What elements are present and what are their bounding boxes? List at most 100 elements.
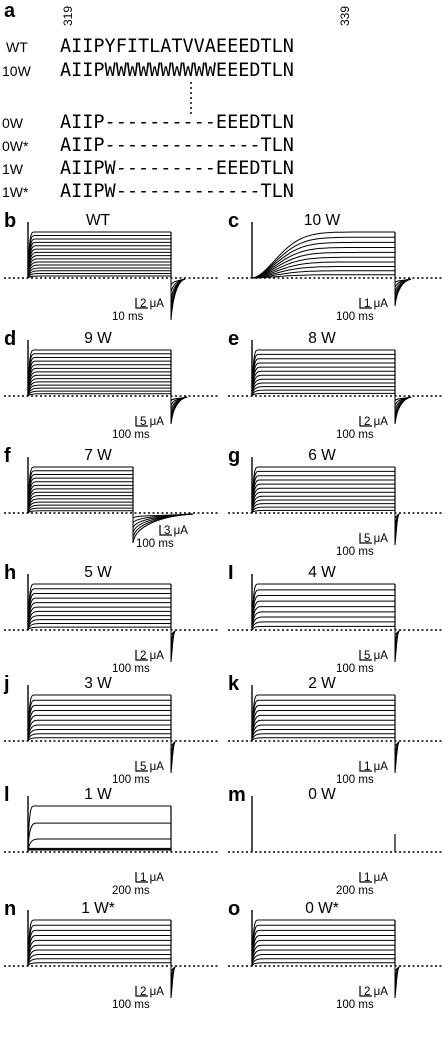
current-trace-c-6 — [251, 251, 395, 279]
panel-letter-c: c — [228, 210, 239, 232]
scalebar-lines-j — [135, 761, 148, 772]
current-trace-n-4 — [27, 949, 171, 967]
current-trace-I-3 — [251, 616, 395, 631]
panel-letter-g: g — [228, 445, 240, 467]
current-trace-n-3 — [27, 953, 171, 967]
current-trace-j-6 — [27, 714, 171, 742]
panel-letter-o: o — [228, 898, 240, 920]
panel-title-n: 1 W* — [81, 900, 115, 917]
scalebar-y-label-g: 5 μA — [364, 533, 388, 545]
tail-trace-g-6 — [394, 513, 400, 546]
panel-letter-n: n — [4, 898, 16, 920]
scalebar-x-label-k: 100 ms — [336, 774, 374, 786]
current-trace-o-3 — [251, 953, 395, 967]
current-trace-o-6 — [251, 939, 395, 967]
current-trace-c-9 — [251, 236, 395, 279]
scalebar-x-label-e: 100 ms — [336, 429, 374, 441]
current-trace-j-10 — [27, 694, 171, 742]
scalebar-x-label-l: 200 ms — [112, 885, 150, 897]
scalebar-lines-I — [359, 650, 372, 661]
current-trace-n-10 — [27, 919, 171, 967]
panel-letter-e: e — [228, 328, 239, 350]
panel-letter-m: m — [228, 784, 246, 806]
seq-1w-star: AIIPW-------------TLN — [60, 181, 294, 202]
scalebar-y-label-n: 2 μA — [140, 986, 164, 998]
scalebar-lines-e — [359, 416, 372, 427]
scalebar-lines-h — [135, 650, 148, 661]
scalebar-y-label-k: 1 μA — [364, 761, 388, 773]
current-trace-c-8 — [251, 241, 395, 279]
current-trace-o-10 — [251, 919, 395, 967]
current-trace-c-2 — [251, 270, 395, 279]
residue-start-index: 319 — [61, 6, 75, 26]
scalebar-lines-f — [159, 525, 172, 536]
residue-end-index: 339 — [338, 6, 352, 26]
tail-trace-c-6 — [394, 278, 412, 307]
seq-wt: AIIPYFITLATVVAEEEDTLN — [60, 36, 294, 57]
scalebar-lines-o — [359, 986, 372, 997]
current-trace-b-14 — [27, 235, 171, 279]
current-trace-f-12 — [27, 473, 133, 514]
tail-currents-d — [170, 396, 188, 425]
tail-trace-e-6 — [394, 396, 412, 425]
current-trace-n-6 — [27, 939, 171, 967]
scalebar-x-label-h: 100 ms — [112, 663, 150, 675]
tail-trace-f-6 — [132, 513, 194, 544]
tail-currents-I — [394, 630, 400, 663]
current-trace-I-4 — [251, 611, 395, 631]
panel-title-I: 4 W — [308, 564, 336, 581]
seq-10w: AIIPWWWWWWWWWWEEEDTLN — [60, 60, 294, 81]
current-trace-f-3 — [27, 504, 133, 514]
seq-label-1w: 1W — [2, 161, 24, 177]
current-trace-o-4 — [251, 949, 395, 967]
current-trace-c-5 — [251, 256, 395, 279]
panel-letter-a: a — [4, 0, 16, 22]
scalebar-y-label-h: 2 μA — [140, 650, 164, 662]
current-trace-l-3 — [27, 805, 171, 853]
current-trace-b-12 — [27, 241, 171, 279]
scalebar-y-label-j: 5 μA — [140, 761, 164, 773]
scalebar-y-label-l: 1 μA — [140, 872, 164, 884]
tail-trace-I-6 — [394, 630, 400, 663]
current-trace-k-10 — [251, 694, 395, 742]
panel-title-b: WT — [86, 212, 111, 229]
current-trace-h-3 — [27, 619, 171, 631]
panel-letter-I: I — [228, 562, 234, 584]
current-trace-f-4 — [27, 501, 133, 514]
scalebar-lines-k — [359, 761, 372, 772]
scalebar-lines-b — [135, 298, 148, 309]
current-trace-c-4 — [251, 261, 395, 279]
tail-trace-o-6 — [394, 966, 400, 999]
seq-0w-star: AIIP--------------TLN — [60, 135, 294, 156]
panel-title-c: 10 W — [304, 212, 341, 229]
panel-title-g: 6 W — [308, 447, 336, 464]
tail-currents-c — [394, 278, 412, 307]
tail-currents-k — [394, 741, 400, 774]
current-trace-g-4 — [251, 499, 395, 514]
panel-title-f: 7 W — [84, 447, 112, 464]
current-trace-k-4 — [251, 724, 395, 742]
seq-label-0w: 0W — [2, 115, 24, 131]
tail-currents-f — [132, 513, 194, 544]
scalebar-y-label-o: 2 μA — [364, 986, 388, 998]
